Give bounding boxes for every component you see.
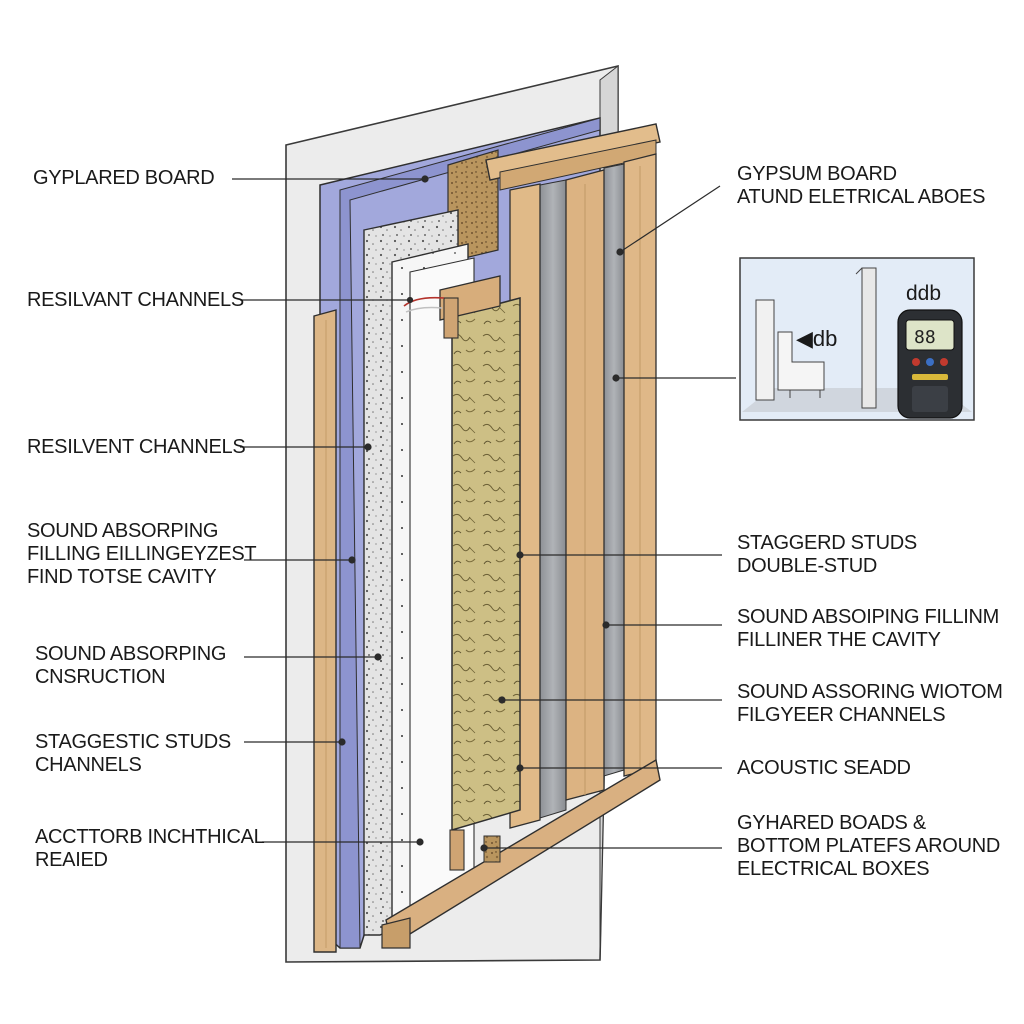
sound-level-meter-icon: 88	[897, 309, 963, 419]
label-gypsum-board-electrical: GYPSUM BOARD ATUND ELETRICAL ABOES	[737, 163, 986, 208]
meter-db-label: ddb	[906, 282, 941, 305]
label-staggered-studs-double: STAGGERD STUDS DOUBLE-STUD	[737, 532, 917, 577]
insulation-batt	[451, 297, 521, 832]
label-sound-assoring-channels: SOUND ASSORING WIOTOM FILGYEER CHANNELS	[737, 681, 1003, 726]
label-staggered-studs-channels: STAGGESTIC STUDS CHANNELS	[35, 731, 231, 776]
inset-wall	[855, 267, 877, 409]
label-resilvant-channels: RESILVANT CHANNELS	[27, 289, 244, 311]
meter-display-reading: 88	[914, 327, 936, 348]
label-acoustic-reaied: ACCTTORB INCHTHICAL REAIED	[35, 826, 265, 871]
leader-lines-right	[480, 185, 736, 852]
label-gyplared-board: GYPLARED BOARD	[33, 167, 215, 189]
inset-room	[755, 299, 825, 401]
label-sound-absorbing-fillinm: SOUND ABSOIPING FILLINM FILLINER THE CAV…	[737, 606, 1000, 651]
label-gyhared-boads-bottom-plates: GYHARED BOADS & BOTTOM PLATEFS AROUND EL…	[737, 812, 1000, 880]
furring-stud-left	[313, 309, 337, 953]
bottom-electrical-box	[449, 829, 501, 871]
leader-lines-left	[232, 175, 429, 846]
label-sound-absorbing-filling: SOUND ABSORPING FILLING EILLINGEYZEST FI…	[27, 520, 257, 588]
acoustic-test-inset: ◀db ddb 88	[739, 257, 975, 421]
speaker-db-label: ◀db	[796, 326, 837, 351]
electrical-box	[403, 275, 501, 339]
label-sound-absorbing-construction: SOUND ABSORPING CNSRUCTION	[35, 643, 227, 688]
label-acoustic-seadd: ACOUSTIC SEADD	[737, 757, 911, 779]
label-resilvent-channels: RESILVENT CHANNELS	[27, 436, 246, 458]
